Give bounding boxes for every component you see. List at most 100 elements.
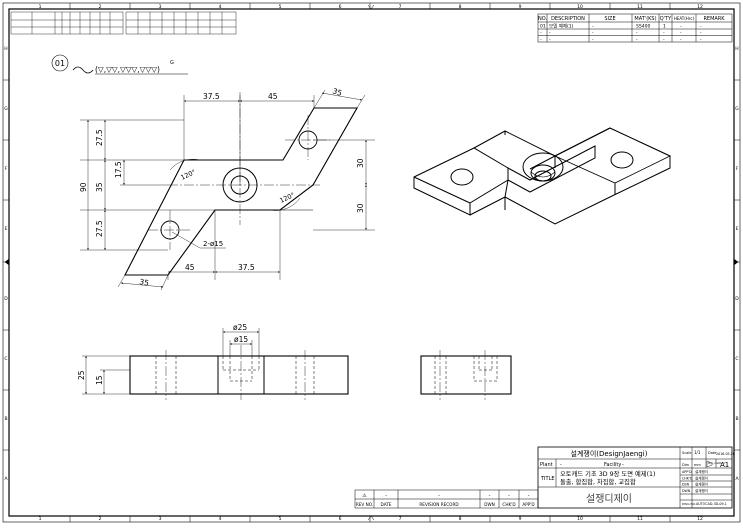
parts-cell: - <box>700 25 702 30</box>
title-block: 설계쟁이(DesignJaengi) Scale 1/1 Date 2016.0… <box>537 446 735 509</box>
parts-cell: 1 <box>663 24 666 30</box>
dim-holes: 2-ø15 <box>203 240 223 248</box>
revision-block: ⚠ - - - - - REV NO. DATE REVISION RECORD… <box>354 489 539 509</box>
rev-header: APP'D <box>522 502 534 507</box>
svg-text:01: 01 <box>55 59 65 68</box>
zone-letter: E <box>736 226 739 232</box>
dsn-value: 설계쟁이 <box>695 482 708 487</box>
title-line-1: 오토캐드 기초 3D 9장 도면 예제(1) <box>560 469 656 478</box>
scale-value: 1/1 <box>694 450 701 455</box>
projection-symbol <box>706 460 713 468</box>
dim-17-5-left: 17.5 <box>114 161 123 178</box>
dwg-label: DWG NO. <box>682 502 696 506</box>
zone-number: 4 <box>219 4 222 10</box>
zone-number: 10 <box>577 4 583 10</box>
svg-text:(▽,▽▽,▽▽▽,▽▽▽): (▽,▽▽,▽▽▽,▽▽▽) <box>95 65 160 74</box>
parts-cell: - <box>636 31 638 36</box>
zone-number: 1 <box>39 516 42 522</box>
zone-letters-right: A B C D E F G H <box>735 46 739 482</box>
parts-cell: - <box>540 31 542 36</box>
zone-letter: C <box>735 356 738 362</box>
zone-ticks <box>3 3 740 522</box>
rev-cell: ⚠ <box>362 493 367 499</box>
dim-angle-top: 120° <box>179 168 197 182</box>
dim-25-front: 25 <box>77 370 86 380</box>
chkd-label: CHK'D <box>682 477 693 481</box>
zone-letter: H <box>735 46 738 52</box>
zone-number: 5 <box>279 4 282 10</box>
zone-letter: A <box>735 476 739 482</box>
zone-number: 2 <box>99 516 102 522</box>
zone-number: 12 <box>697 516 703 522</box>
chkd-value: 설계쟁이 <box>695 476 708 481</box>
zone-letter: F <box>5 166 8 172</box>
dim-label: Dim <box>682 463 690 467</box>
company-name: 설계쟁이(DesignJaengi) <box>571 449 648 458</box>
parts-cell: - <box>700 38 702 43</box>
zone-letter: F <box>736 166 739 172</box>
zone-markers: 1 2 3 4 5 6 7 8 9 10 11 12 1 2 3 4 5 6 7… <box>4 4 739 522</box>
appd-label: APP'D <box>682 470 692 474</box>
dwn-value: 설계쟁이 <box>695 488 708 493</box>
title-label: TITLE <box>540 476 555 482</box>
parts-header-no: NO. <box>538 16 547 22</box>
plant-label: Plant <box>540 462 553 468</box>
zone-number: 5 <box>279 516 282 522</box>
zone-number: 9 <box>519 516 522 522</box>
parts-header-heat: HEAT(Hrc) <box>674 16 695 21</box>
proj-label: Proj. method <box>708 461 725 465</box>
parts-cell: 모델 예제(1) <box>549 23 574 30</box>
parts-cell: - <box>549 38 551 43</box>
zone-letter: B <box>4 416 7 422</box>
dsn-label: DSN <box>682 483 690 487</box>
rev-cell: - <box>508 493 510 499</box>
zone-letter: G <box>735 106 739 112</box>
dim-phi25: ø25 <box>233 323 247 332</box>
dim-27-5-left-top: 27.5 <box>95 129 104 146</box>
zone-number: 11 <box>637 4 643 10</box>
dwn-label: DWN <box>682 489 691 493</box>
surface-roughness-symbol: (▽,▽▽,▽▽▽,▽▽▽) G <box>72 60 188 75</box>
parts-list: NO. DESCRIPTION SIZE MAT'(KS) Q'TY HEAT(… <box>537 13 733 43</box>
parts-cell: SS400 <box>636 24 650 30</box>
plant-value: - <box>560 462 562 468</box>
front-view <box>82 328 349 400</box>
reference-tables <box>10 11 237 35</box>
zone-number: 2 <box>99 4 102 10</box>
scale-label: Scale <box>682 451 691 455</box>
dim-35-top: 35 <box>331 86 343 98</box>
facility-value: - <box>622 462 624 468</box>
dim-37-5-top: 37.5 <box>203 92 220 101</box>
zone-number: 11 <box>637 516 643 522</box>
zone-number: 3 <box>159 4 162 10</box>
rev-header: REVISION RECORD <box>419 502 458 507</box>
zone-number: 1 <box>39 4 42 10</box>
zone-number: 6 <box>339 4 342 10</box>
dim-45-top: 45 <box>268 92 278 101</box>
rev-header: DATE <box>381 502 392 507</box>
title-line-2: 돌출, 합집합, 차집합, 교집합 <box>560 477 636 486</box>
date-label: Date <box>708 451 716 455</box>
zone-number: 6 <box>339 516 342 522</box>
dwg-value: AUTOCAD-3D-09-1 <box>696 502 727 506</box>
parts-cell: - <box>680 38 682 43</box>
top-view-dimensions: 37.5 45 35 27.5 35 17.5 90 27.5 30 30 12… <box>79 86 365 287</box>
parts-header-qty: Q'TY <box>660 16 672 22</box>
dim-45-bottom: 45 <box>185 263 195 272</box>
dim-angle-bottom: 120° <box>278 191 296 205</box>
parts-header-material: MAT'(KS) <box>634 16 656 22</box>
logo-text: 설쟁디제이 <box>586 493 632 505</box>
parts-cell: - <box>663 31 665 36</box>
parts-cell: - <box>663 38 665 43</box>
front-view-dimensions: ø25 ø15 25 15 <box>77 323 248 385</box>
dim-15-front: 15 <box>95 375 104 385</box>
zone-letter: D <box>735 296 739 302</box>
parts-cell: - <box>540 38 542 43</box>
zone-letter: H <box>4 46 7 52</box>
dim-35-left: 35 <box>95 182 104 192</box>
parts-cell: - <box>680 31 682 36</box>
rev-header: CHK'D <box>502 502 515 507</box>
parts-header-remark: REMARK <box>703 16 725 22</box>
